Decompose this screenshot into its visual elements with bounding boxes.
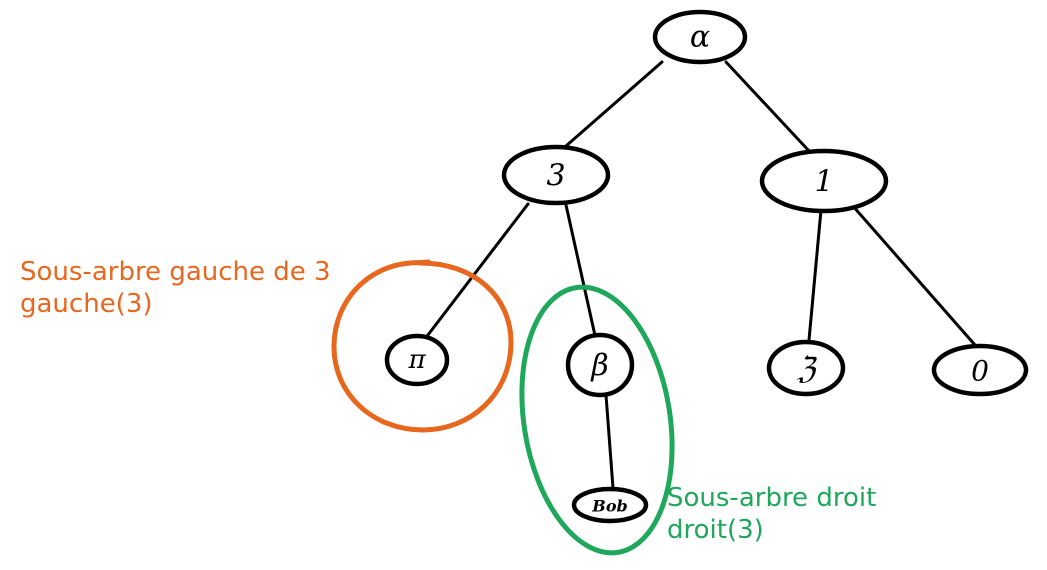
left-subtree-highlight-circle bbox=[331, 259, 514, 433]
edge-alpha-3 bbox=[564, 60, 664, 148]
edge-1-z bbox=[807, 208, 823, 342]
edge-1-0 bbox=[850, 203, 977, 347]
node-beta: β bbox=[565, 332, 635, 398]
node-bob-label: Bob bbox=[591, 497, 627, 516]
node-0: 0 bbox=[931, 343, 1029, 397]
right-subtree-notation: droit(3) bbox=[667, 515, 764, 545]
node-3: 3 bbox=[501, 144, 611, 206]
node-1: 1 bbox=[759, 148, 889, 214]
node-pi-label: π bbox=[407, 345, 426, 375]
node-alpha: α bbox=[652, 9, 748, 65]
node-beta-label: β bbox=[590, 349, 608, 384]
node-pi: π bbox=[384, 333, 450, 387]
right-subtree-title: Sous-arbre droit bbox=[667, 483, 877, 513]
left-subtree-title: Sous-arbre gauche de 3 bbox=[20, 257, 331, 287]
left-subtree-annotation: Sous-arbre gauche de 3 gauche(3) bbox=[20, 256, 331, 320]
left-subtree-notation: gauche(3) bbox=[20, 289, 153, 319]
edge-beta-bob bbox=[604, 393, 615, 490]
node-1-label: 1 bbox=[814, 165, 833, 200]
node-0-label: 0 bbox=[971, 355, 989, 388]
node-bob: Bob bbox=[571, 486, 649, 524]
node-z: ℨ bbox=[766, 339, 846, 397]
node-3-label: 3 bbox=[546, 159, 565, 194]
right-subtree-highlight-ellipse bbox=[519, 284, 675, 556]
node-alpha-label: α bbox=[690, 20, 710, 55]
edge-3-beta bbox=[564, 203, 598, 342]
edge-alpha-1 bbox=[724, 60, 812, 154]
right-subtree-annotation: Sous-arbre droit droit(3) bbox=[667, 482, 876, 546]
node-z-label: ℨ bbox=[797, 352, 818, 387]
